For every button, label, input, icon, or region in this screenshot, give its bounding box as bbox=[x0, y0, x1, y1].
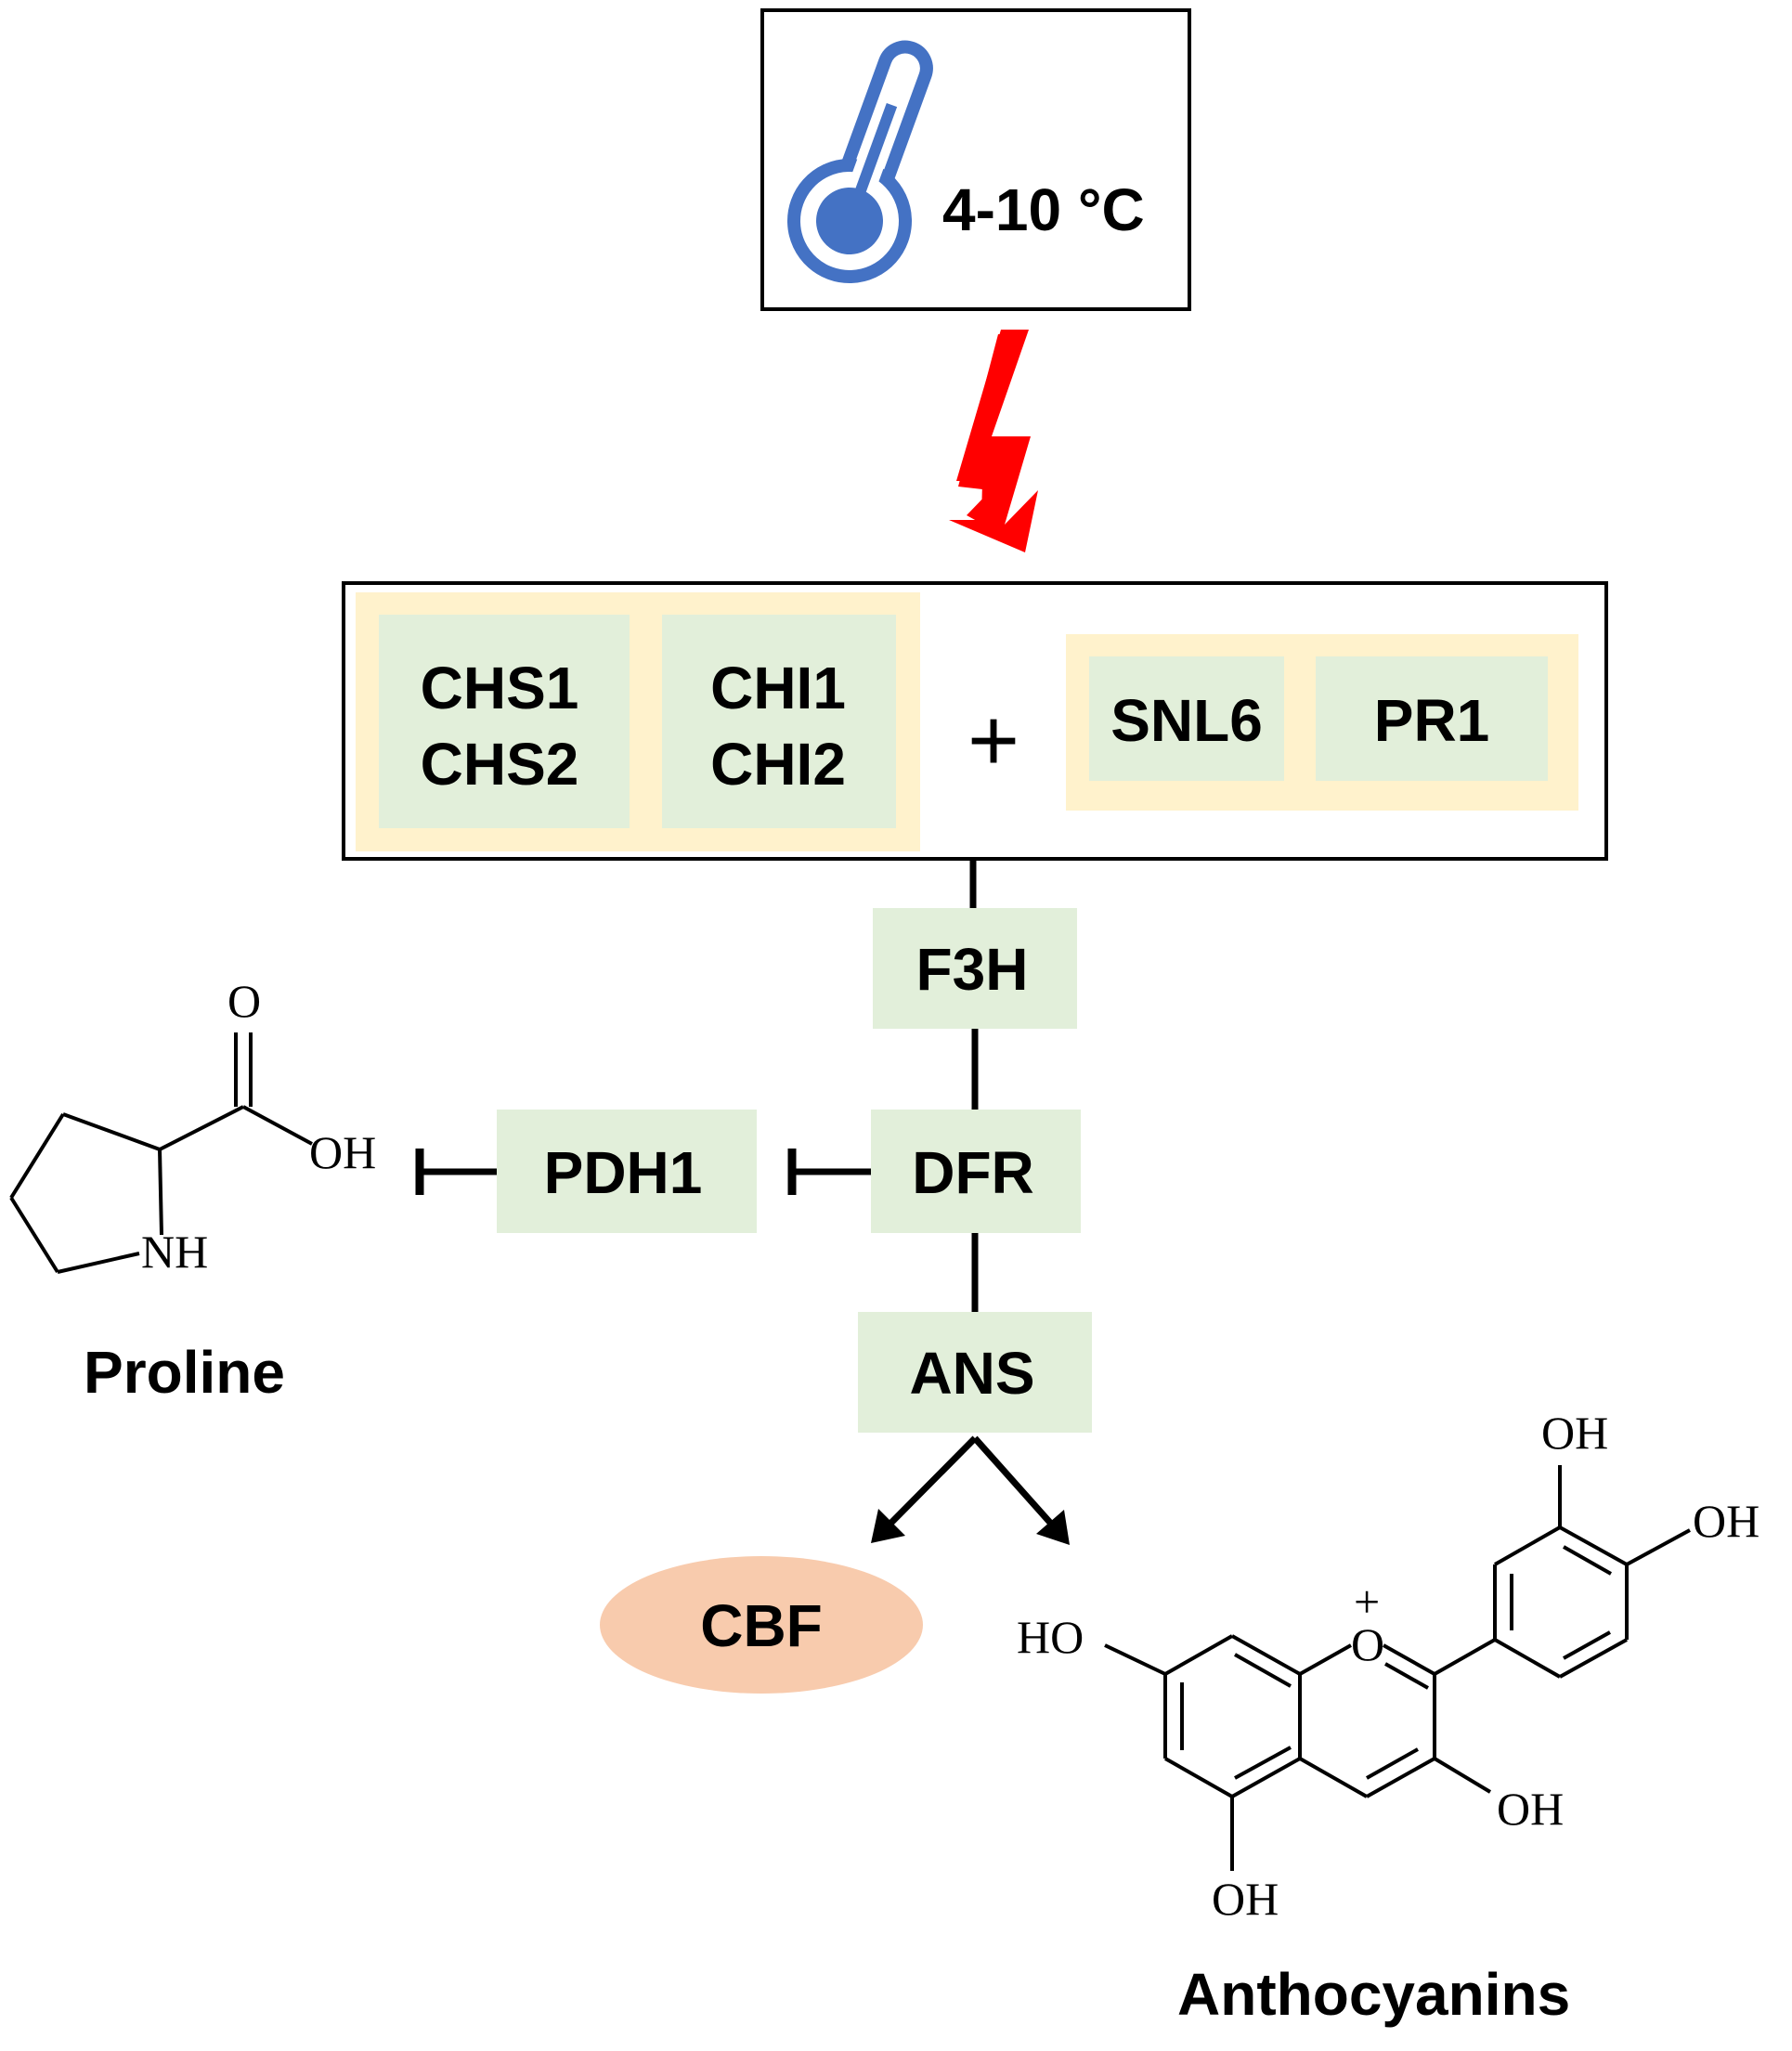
gene-label-pdh1: PDH1 bbox=[544, 1139, 703, 1206]
anthocyanin-name: Anthocyanins bbox=[1177, 1961, 1570, 2028]
gene-box-ans bbox=[858, 1312, 1092, 1433]
anthocyanin-atom-oh-bottom: OH bbox=[1212, 1873, 1279, 1925]
thermometer-icon bbox=[787, 40, 933, 283]
proline-atom-oh: OH bbox=[309, 1126, 376, 1178]
gene-label-snl6: SNL6 bbox=[1110, 687, 1263, 754]
anthocyanin-atom-oh-c3: OH bbox=[1497, 1783, 1564, 1835]
gene-label-pr1: PR1 bbox=[1374, 687, 1490, 754]
gene-label-chi1: CHI1 bbox=[710, 655, 846, 721]
proline-name: Proline bbox=[84, 1339, 285, 1406]
gene-label-ans: ANS bbox=[909, 1340, 1034, 1407]
plus-sign: + bbox=[967, 691, 1019, 790]
inhibition-dfr-pdh1 bbox=[787, 1149, 871, 1195]
lightning-bolt-icon bbox=[949, 330, 1038, 552]
gene-label-chs1: CHS1 bbox=[421, 655, 579, 721]
anthocyanin-atom-oh-top: OH bbox=[1541, 1407, 1608, 1459]
gene-box-pdh1 bbox=[497, 1110, 757, 1233]
arrow-ans-cbf bbox=[871, 1435, 978, 1543]
gene-box-dfr bbox=[871, 1110, 1081, 1233]
gene-box-chi bbox=[662, 615, 896, 828]
cbf-label: CBF bbox=[700, 1592, 823, 1659]
gene-box-snl6 bbox=[1089, 656, 1284, 781]
inhibition-pdh1-proline bbox=[415, 1149, 497, 1195]
gene-box-chs bbox=[379, 615, 630, 828]
gene-label-dfr: DFR bbox=[912, 1139, 1034, 1206]
gene-label-chs2: CHS2 bbox=[421, 731, 579, 798]
gene-label-chi2: CHI2 bbox=[710, 731, 846, 798]
gene-box-f3h bbox=[873, 908, 1077, 1029]
anthocyanin-structure bbox=[1104, 1465, 1691, 1871]
gene-box-pr1 bbox=[1316, 656, 1548, 781]
cbf-ellipse bbox=[600, 1556, 923, 1694]
anthocyanin-atom-o-ring: O bbox=[1351, 1618, 1384, 1670]
proline-atom-nh: NH bbox=[141, 1226, 208, 1278]
gene-label-f3h: F3H bbox=[916, 936, 1029, 1003]
anthocyanin-charge: + bbox=[1354, 1576, 1380, 1628]
temperature-label: 4-10 °C bbox=[942, 176, 1145, 243]
arrow-ans-anthocyanins bbox=[972, 1435, 1070, 1545]
anthocyanin-atom-ho-left: HO bbox=[1017, 1611, 1084, 1663]
anthocyanin-atom-oh-right: OH bbox=[1693, 1495, 1760, 1547]
proline-atom-o: O bbox=[227, 975, 261, 1027]
proline-structure bbox=[9, 1032, 313, 1274]
